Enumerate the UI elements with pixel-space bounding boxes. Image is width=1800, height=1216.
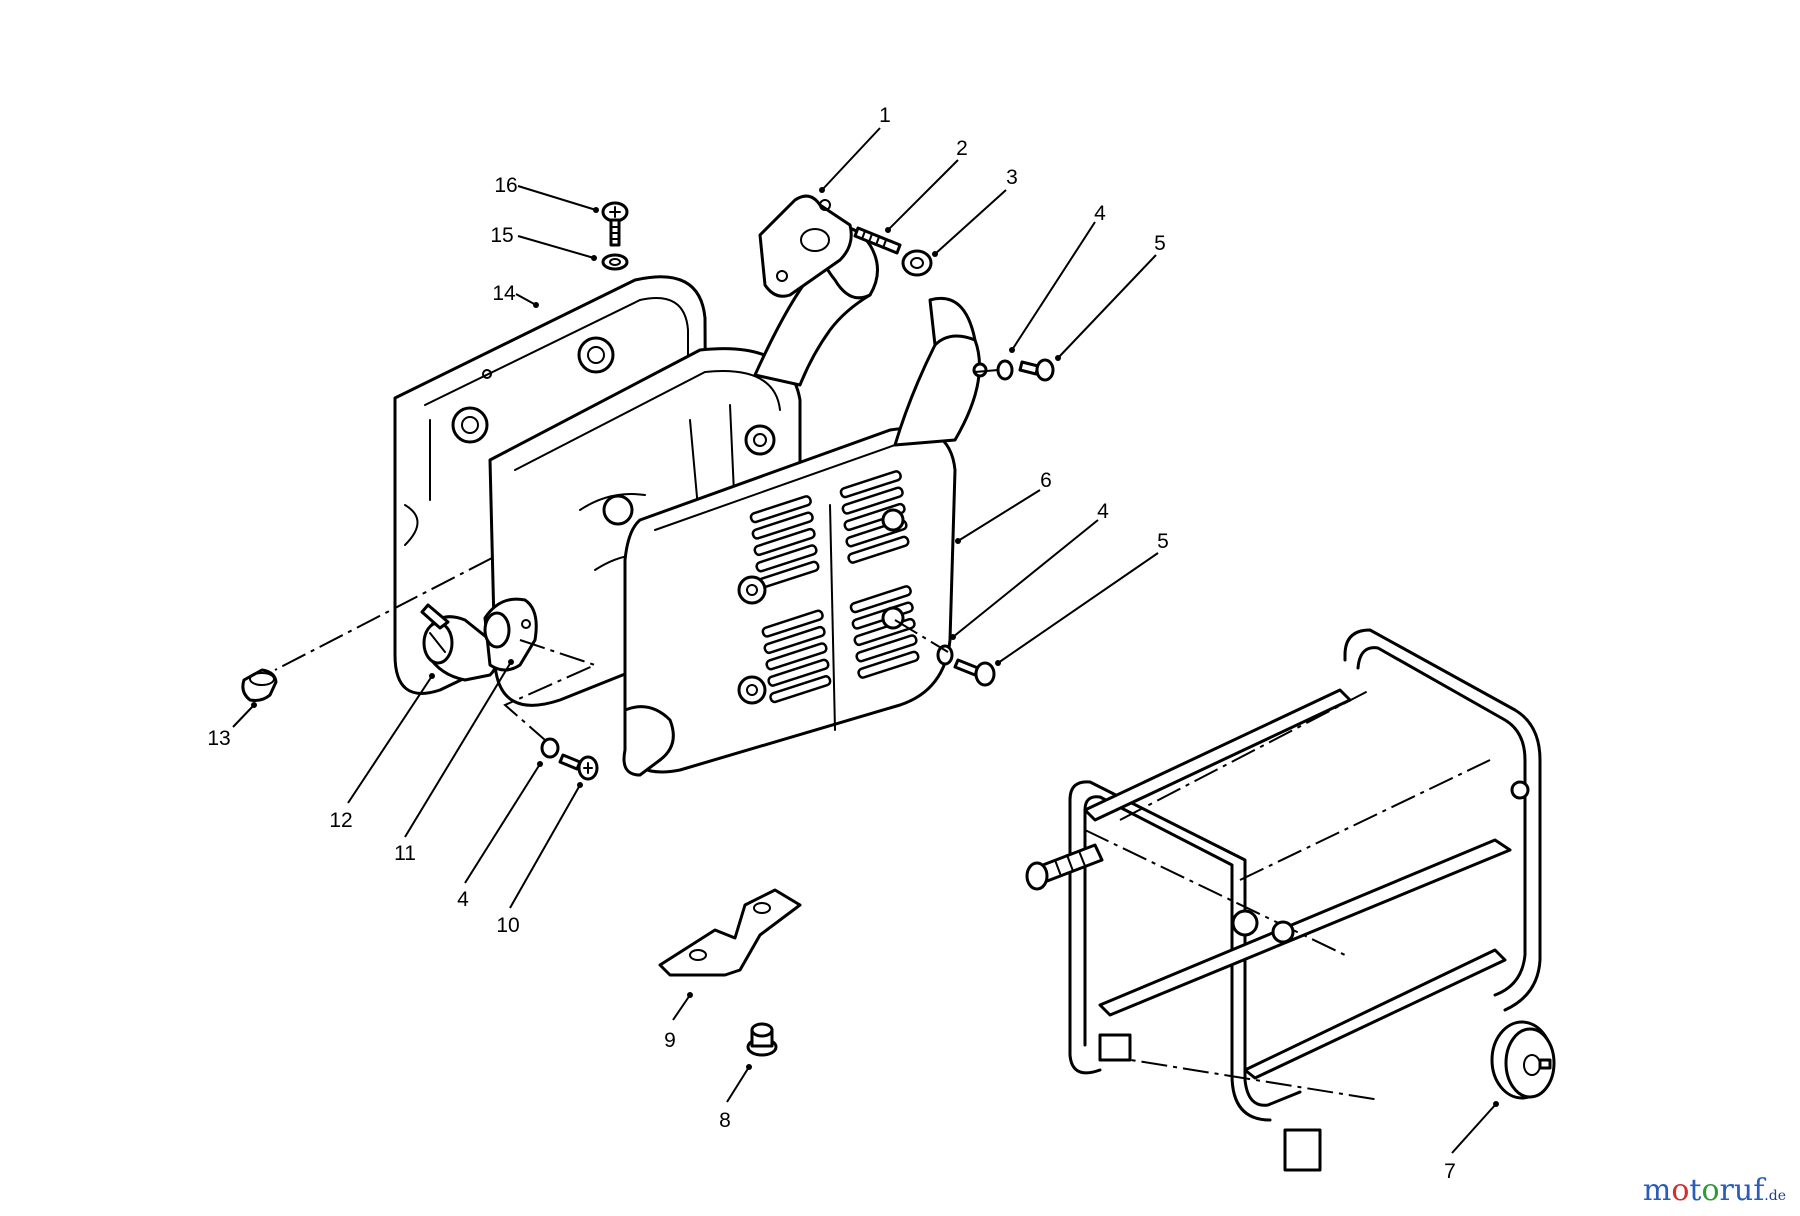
callout-1: 1: [879, 104, 891, 127]
callout-6: 6: [1040, 469, 1052, 492]
watermark-text: motoruf: [1642, 1173, 1765, 1208]
callout-12: 12: [329, 809, 352, 832]
callout-9: 9: [664, 1029, 676, 1052]
mounting-bolt: [746, 1022, 778, 1057]
stud-bolt: [853, 226, 902, 255]
spark-arrester-tube: [483, 597, 538, 672]
callout-4c: 4: [457, 888, 469, 911]
washer-lower-right: [936, 644, 954, 666]
callout-13: 13: [207, 727, 230, 750]
flange-nut: [901, 249, 933, 277]
mounting-bracket: [658, 888, 802, 977]
screw-lower-right: [953, 658, 996, 687]
callout-15: 15: [490, 224, 513, 247]
callout-7: 7: [1444, 1160, 1456, 1183]
drain-plug: [241, 668, 278, 702]
callout-2: 2: [956, 137, 968, 160]
front-muffler-cover: [622, 297, 988, 777]
screw-upper: [1018, 358, 1055, 382]
callout-4b: 4: [1097, 500, 1109, 523]
callout-10: 10: [496, 914, 519, 937]
top-screw: [601, 201, 629, 247]
screw-lower-left: [558, 753, 599, 781]
exhaust-gasket: [758, 194, 853, 298]
top-washer: [601, 253, 629, 271]
wheel-frame: [1025, 628, 1556, 1172]
callout-16: 16: [494, 174, 517, 197]
callout-11: 11: [394, 842, 416, 865]
watermark-suffix: .de: [1764, 1188, 1786, 1204]
washer-lower-left: [540, 737, 560, 759]
leader-lines: [232, 127, 1499, 1154]
callout-3: 3: [1006, 166, 1018, 189]
spark-arrester-cap: [420, 603, 499, 682]
callout-14: 14: [492, 282, 516, 305]
washer-upper: [996, 359, 1014, 381]
callout-8: 8: [719, 1109, 731, 1132]
callout-5: 5: [1154, 232, 1166, 255]
callout-numbers: 1 2 3 4 5 6 4 5 16 15 14 13 12 11 4 10 9…: [207, 104, 1456, 1183]
callout-5b: 5: [1157, 530, 1169, 553]
watermark-logo: motoruf.de: [1643, 1173, 1786, 1208]
callout-4: 4: [1094, 202, 1106, 225]
